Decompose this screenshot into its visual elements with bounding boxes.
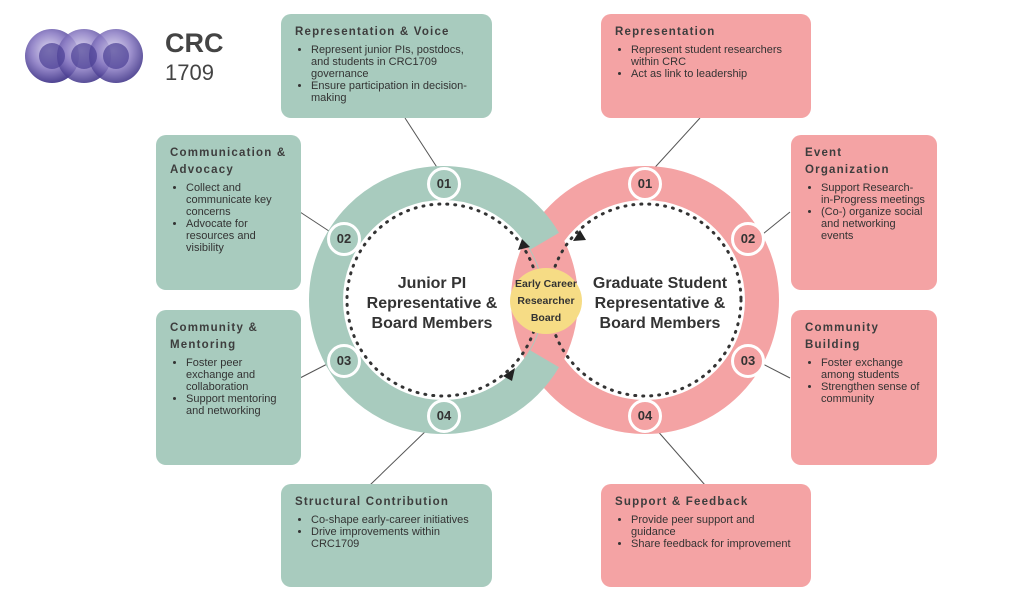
box-item: Support mentoring and networking bbox=[186, 393, 289, 417]
junior-node-03: 03 bbox=[327, 344, 361, 378]
graduate-circle-title: Graduate Student Representative & Board … bbox=[592, 275, 728, 332]
box-community-mentoring: Community & Mentoring Foster peer exchan… bbox=[156, 310, 301, 465]
box-item: Share feedback for improvement bbox=[631, 538, 799, 550]
box-item: Support Research-in-Progress meetings bbox=[821, 182, 925, 206]
box-item: Represent student researchers within CRC bbox=[631, 44, 799, 68]
junior-node-01: 01 bbox=[427, 167, 461, 201]
junior-node-04: 04 bbox=[427, 399, 461, 433]
box-item: Collect and communicate key concerns bbox=[186, 182, 289, 218]
graduate-node-02: 02 bbox=[731, 222, 765, 256]
box-title: Event Organization bbox=[805, 147, 890, 176]
box-item: Drive improvements within CRC1709 bbox=[311, 526, 480, 550]
box-support-feedback: Support & Feedback Provide peer support … bbox=[601, 484, 811, 587]
box-item: Ensure participation in decision-making bbox=[311, 80, 480, 104]
box-representation: Representation Represent student researc… bbox=[601, 14, 811, 118]
graduate-node-03: 03 bbox=[731, 344, 765, 378]
box-item: Foster exchange among students bbox=[821, 357, 925, 381]
junior-circle-title: Junior PI Representative & Board Members bbox=[366, 275, 498, 332]
box-title: Communication & Advocacy bbox=[170, 147, 287, 176]
box-item: (Co-) organize social and networking eve… bbox=[821, 206, 925, 242]
center-board-badge bbox=[510, 268, 582, 334]
logo-number: 1709 bbox=[165, 60, 214, 85]
box-title: Community & Mentoring bbox=[170, 322, 258, 351]
box-item: Provide peer support and guidance bbox=[631, 514, 799, 538]
box-event-organization: Event Organization Support Research-in-P… bbox=[791, 135, 937, 290]
logo-name: CRC bbox=[165, 28, 224, 58]
box-title: Community Building bbox=[805, 322, 880, 351]
box-title: Structural Contribution bbox=[295, 496, 450, 508]
arrow-junior-bottom bbox=[503, 368, 515, 381]
crc-logo-icon bbox=[25, 29, 143, 83]
box-representation-voice: Representation & Voice Represent junior … bbox=[281, 14, 492, 118]
graduate-node-04: 04 bbox=[628, 399, 662, 433]
graduate-node-01: 01 bbox=[628, 167, 662, 201]
box-community-building: Community Building Foster exchange among… bbox=[791, 310, 937, 465]
box-communication-advocacy: Communication & Advocacy Collect and com… bbox=[156, 135, 301, 290]
box-title: Representation & Voice bbox=[295, 26, 450, 38]
box-item: Co-shape early-career initiatives bbox=[311, 514, 480, 526]
junior-node-02: 02 bbox=[327, 222, 361, 256]
arrow-graduate-top bbox=[573, 230, 586, 241]
box-title: Support & Feedback bbox=[615, 496, 749, 508]
box-item: Strengthen sense of community bbox=[821, 381, 925, 405]
box-item: Represent junior PIs, postdocs, and stud… bbox=[311, 44, 480, 80]
box-structural-contribution: Structural Contribution Co-shape early-c… bbox=[281, 484, 492, 587]
box-title: Representation bbox=[615, 26, 716, 38]
box-item: Foster peer exchange and collaboration bbox=[186, 357, 289, 393]
box-item: Act as link to leadership bbox=[631, 68, 799, 80]
box-item: Advocate for resources and visibility bbox=[186, 218, 289, 254]
arrow-junior-top bbox=[518, 239, 530, 250]
center-board-label: Early Career Researcher Board bbox=[515, 278, 577, 324]
